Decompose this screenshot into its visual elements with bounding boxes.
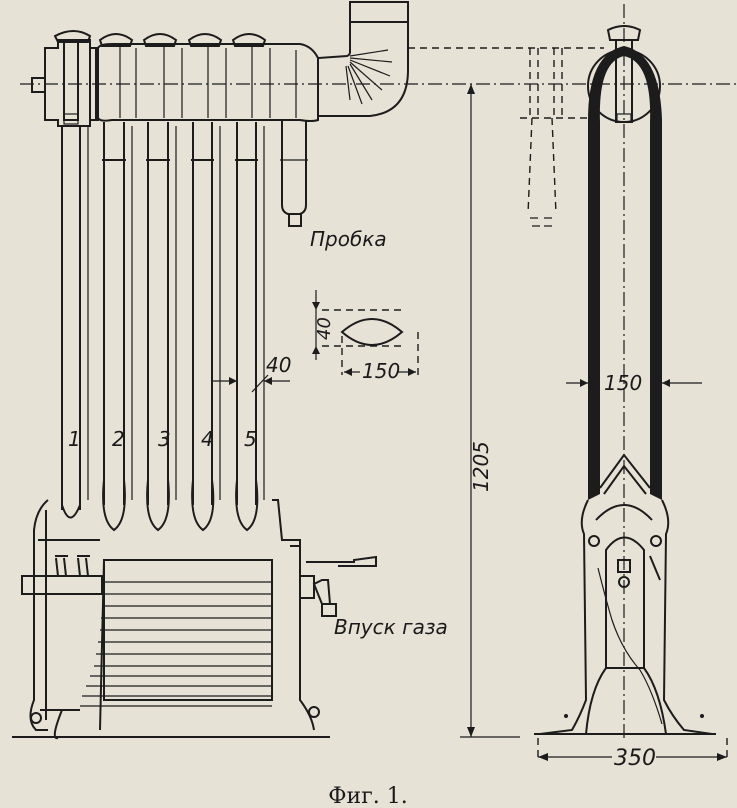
overall-height-dimension: 1205 [460, 84, 520, 738]
flue-elbow [317, 1, 409, 117]
base-width-dimension: 350 [537, 738, 728, 771]
section-height-value: 40 [314, 317, 335, 340]
gas-inlet-label: Впуск газа [334, 615, 448, 639]
tube-number-5: 5 [244, 427, 257, 451]
dashed-section-view [408, 47, 604, 227]
tube-cross-section: 40 150 [312, 290, 419, 383]
burner-slats [80, 581, 272, 707]
plug-label: Пробка [310, 227, 387, 251]
side-tube-width-value: 150 [604, 371, 642, 395]
plug-tube [280, 120, 308, 227]
side-tube-width-dimension: 150 [566, 371, 702, 395]
tube-number-2: 2 [112, 427, 125, 451]
manifold-ribs [119, 46, 297, 118]
base-width-value: 350 [614, 746, 656, 771]
tube-number-3: 3 [158, 427, 171, 451]
tube-spacing-dimension: 40 [212, 353, 291, 393]
tube-number-4: 4 [201, 427, 214, 451]
overall-height-value: 1205 [469, 441, 493, 492]
gas-valve [299, 555, 377, 617]
section-width-value: 150 [362, 359, 400, 383]
tube-spacing-value: 40 [266, 353, 291, 377]
side-view [534, 4, 716, 740]
elbow-hatching [345, 49, 393, 105]
tube-caps [98, 33, 267, 47]
base-housing [12, 499, 330, 740]
tube-number-1: 1 [68, 427, 81, 451]
header-manifold [31, 30, 319, 127]
tube-number-labels: 1 2 3 4 5 [68, 427, 257, 451]
tubes [61, 122, 265, 532]
front-view: 1 2 3 4 5 40 40 [12, 1, 737, 740]
figure-caption: Фиг. 1. [328, 784, 407, 808]
